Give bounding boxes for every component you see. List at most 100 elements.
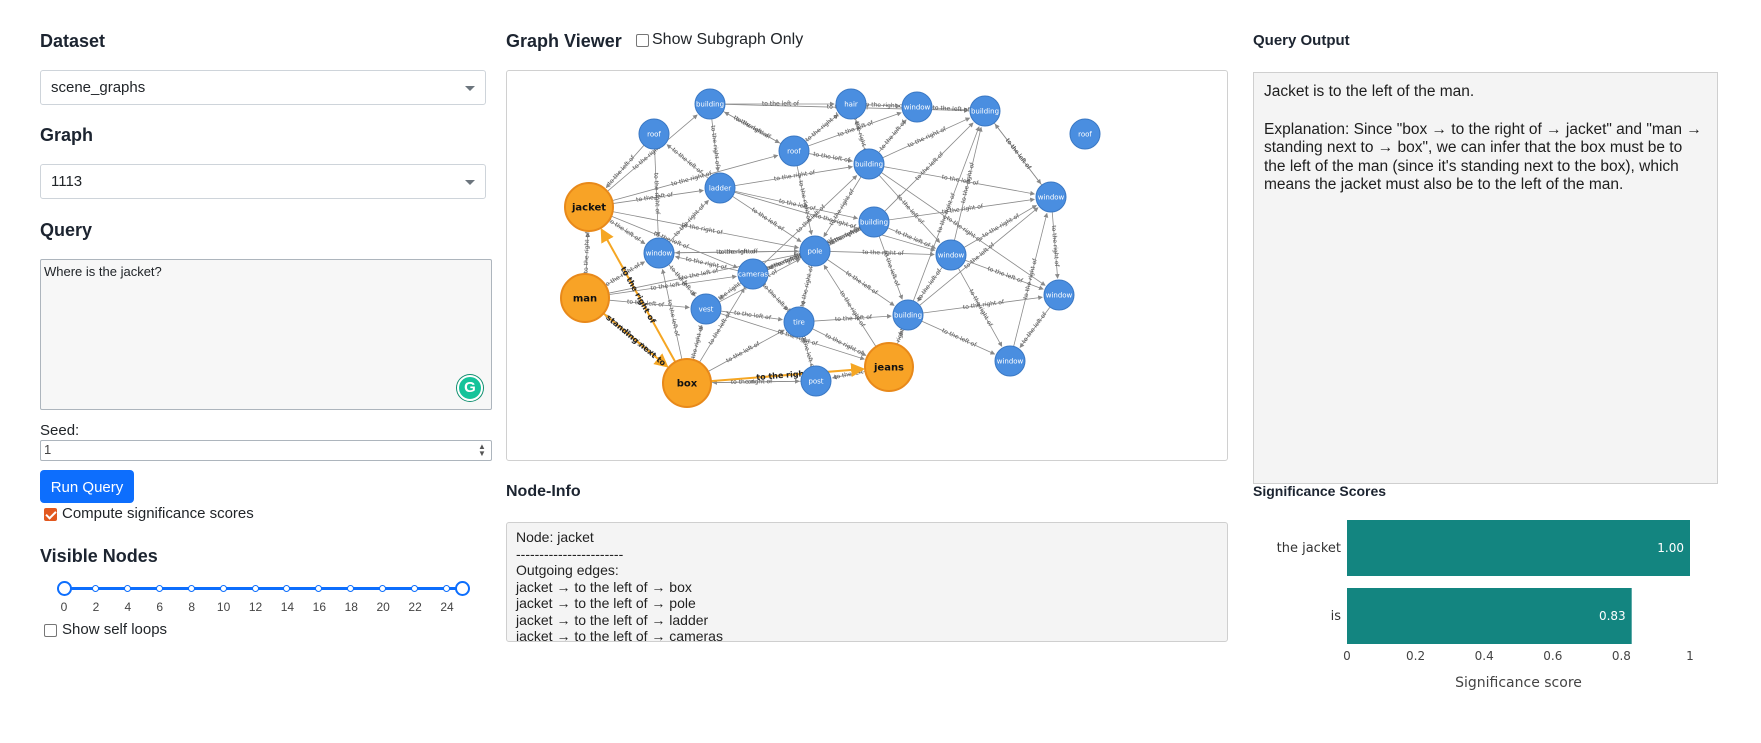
graph-node-man[interactable] — [560, 273, 610, 323]
node-info-line: jacket → to the left of → cameras — [516, 628, 723, 642]
graph-edge — [807, 111, 902, 147]
x-tick-label: 0.2 — [1406, 649, 1425, 663]
graph-heading: Graph — [40, 125, 94, 145]
graph-node-jacket[interactable] — [564, 182, 614, 232]
graph-node-window_b[interactable] — [1035, 181, 1067, 213]
edge-label: to the left of — [932, 104, 970, 113]
graph-node-box[interactable] — [662, 358, 712, 408]
grammarly-icon[interactable]: G — [457, 375, 483, 401]
graph-edge — [711, 118, 720, 172]
slider-tick-label: 16 — [312, 600, 327, 614]
seed-input[interactable]: 1 ▲▼ — [40, 440, 492, 461]
graph-node-post[interactable] — [800, 365, 832, 397]
graph-node-window_e[interactable] — [1043, 279, 1075, 311]
graph-svg[interactable]: to the left of to the right of to the left… — [507, 71, 1228, 461]
graph-node-label: window — [1038, 194, 1065, 202]
query-output-panel: Jacket is to the left of the man. Explan… — [1253, 72, 1718, 484]
node-info-line: Node: jacket — [516, 529, 594, 545]
compute-scores-checkbox[interactable] — [44, 508, 57, 521]
graph-node-building_d[interactable] — [858, 206, 890, 238]
slider-step-dot — [123, 585, 131, 592]
edge-label: to the left of — [666, 299, 681, 338]
query-textarea[interactable]: Where is the jacket? G — [40, 259, 492, 410]
graph-edge — [763, 284, 788, 311]
node-info-heading: Node-Info — [506, 483, 581, 500]
graph-node-roof_b[interactable] — [1069, 118, 1101, 150]
edge-label: to the left of — [813, 151, 852, 164]
edge-label: to the left of — [894, 228, 932, 249]
graph-node-building_b[interactable] — [969, 95, 1001, 127]
graph-node-roof_c[interactable] — [778, 135, 810, 167]
x-axis-title: Significance score — [1455, 675, 1582, 691]
graph-edge — [882, 117, 971, 159]
visible-nodes-slider-track[interactable] — [64, 587, 463, 590]
run-query-button[interactable]: Run Query — [40, 470, 134, 503]
graph-edge — [887, 227, 937, 249]
graph-node-window_a[interactable] — [901, 91, 933, 123]
edge-label: to the right of — [907, 125, 948, 149]
graph-node-window_c[interactable] — [643, 237, 675, 269]
graph-node-tire[interactable] — [783, 306, 815, 338]
graph-edge — [917, 266, 943, 302]
slider-tick-label: 6 — [156, 600, 164, 614]
dataset-select[interactable]: scene_graphs — [40, 70, 486, 105]
edge-label: to the left of — [986, 265, 1024, 285]
graph-node-label: jacket — [571, 203, 606, 214]
graph-node-vest[interactable] — [690, 293, 722, 325]
query-explanation: Explanation: Since "box → to the right o… — [1264, 120, 1702, 194]
spinner-arrows-icon[interactable]: ▲▼ — [478, 442, 486, 458]
edge-label: to the left of — [761, 282, 792, 314]
graph-edge — [921, 320, 996, 355]
graph-edge — [692, 324, 704, 360]
graph-edge — [611, 215, 739, 269]
edge-label: to the right of — [709, 125, 721, 168]
graph-node-pole[interactable] — [799, 235, 831, 267]
self-loops-checkbox[interactable] — [44, 624, 57, 637]
edge-label: to the right of — [863, 101, 906, 110]
node-info-panel[interactable]: Node: jacket ----------------------- Out… — [506, 522, 1228, 642]
graph-edge — [827, 259, 895, 306]
graph-canvas[interactable]: to the left of to the right of to the left… — [506, 70, 1228, 461]
graph-edge — [732, 195, 802, 243]
subgraph-only-checkbox[interactable] — [636, 34, 649, 47]
graph-edge — [585, 232, 591, 275]
slider-tick-label: 0 — [60, 600, 68, 614]
self-loops-label: Show self loops — [62, 621, 168, 638]
slider-handle-max[interactable] — [455, 581, 470, 596]
graph-node-label: box — [677, 379, 698, 390]
edge-label: to the left of — [670, 147, 704, 176]
graph-node-jeans[interactable] — [864, 342, 914, 392]
slider-tick-label: 8 — [188, 600, 196, 614]
graph-node-roof_a[interactable] — [638, 118, 670, 150]
graph-node-building_e[interactable] — [892, 299, 924, 331]
edge-label: to the left of — [835, 314, 873, 323]
graph-edge — [722, 110, 780, 144]
graph-select-value: 1113 — [51, 173, 83, 190]
edge-label: to the left of — [895, 193, 926, 226]
graph-edge — [668, 264, 696, 297]
graph-node-label: building — [696, 101, 724, 109]
graph-select[interactable]: 1113 — [40, 164, 486, 199]
edge-label: to the left of — [627, 298, 665, 308]
graph-edge — [712, 380, 802, 385]
graph-node-window_f[interactable] — [994, 345, 1026, 377]
graph-node-hair[interactable] — [835, 88, 867, 120]
graph-edge — [674, 255, 739, 272]
graph-edge — [802, 337, 813, 367]
graph-edge — [666, 144, 709, 179]
graph-node-label: roof — [787, 148, 801, 156]
graph-node-label: ladder — [709, 185, 731, 193]
slider-step-dot — [91, 585, 99, 592]
node-info-line: Outgoing edges: — [516, 562, 619, 578]
graph-node-building_c[interactable] — [853, 148, 885, 180]
bar-value-label: 0.83 — [1599, 609, 1626, 623]
graph-node-ladder[interactable] — [704, 172, 736, 204]
graph-node-cameras[interactable] — [737, 258, 769, 290]
x-tick-label: 1 — [1686, 649, 1694, 663]
slider-handle-min[interactable] — [57, 581, 72, 596]
graph-node-window_d[interactable] — [935, 239, 967, 271]
graph-edge — [612, 154, 779, 202]
graph-node-building_a[interactable] — [694, 88, 726, 120]
slider-step-dot — [315, 585, 323, 592]
edge-label: to the left of — [826, 225, 863, 248]
